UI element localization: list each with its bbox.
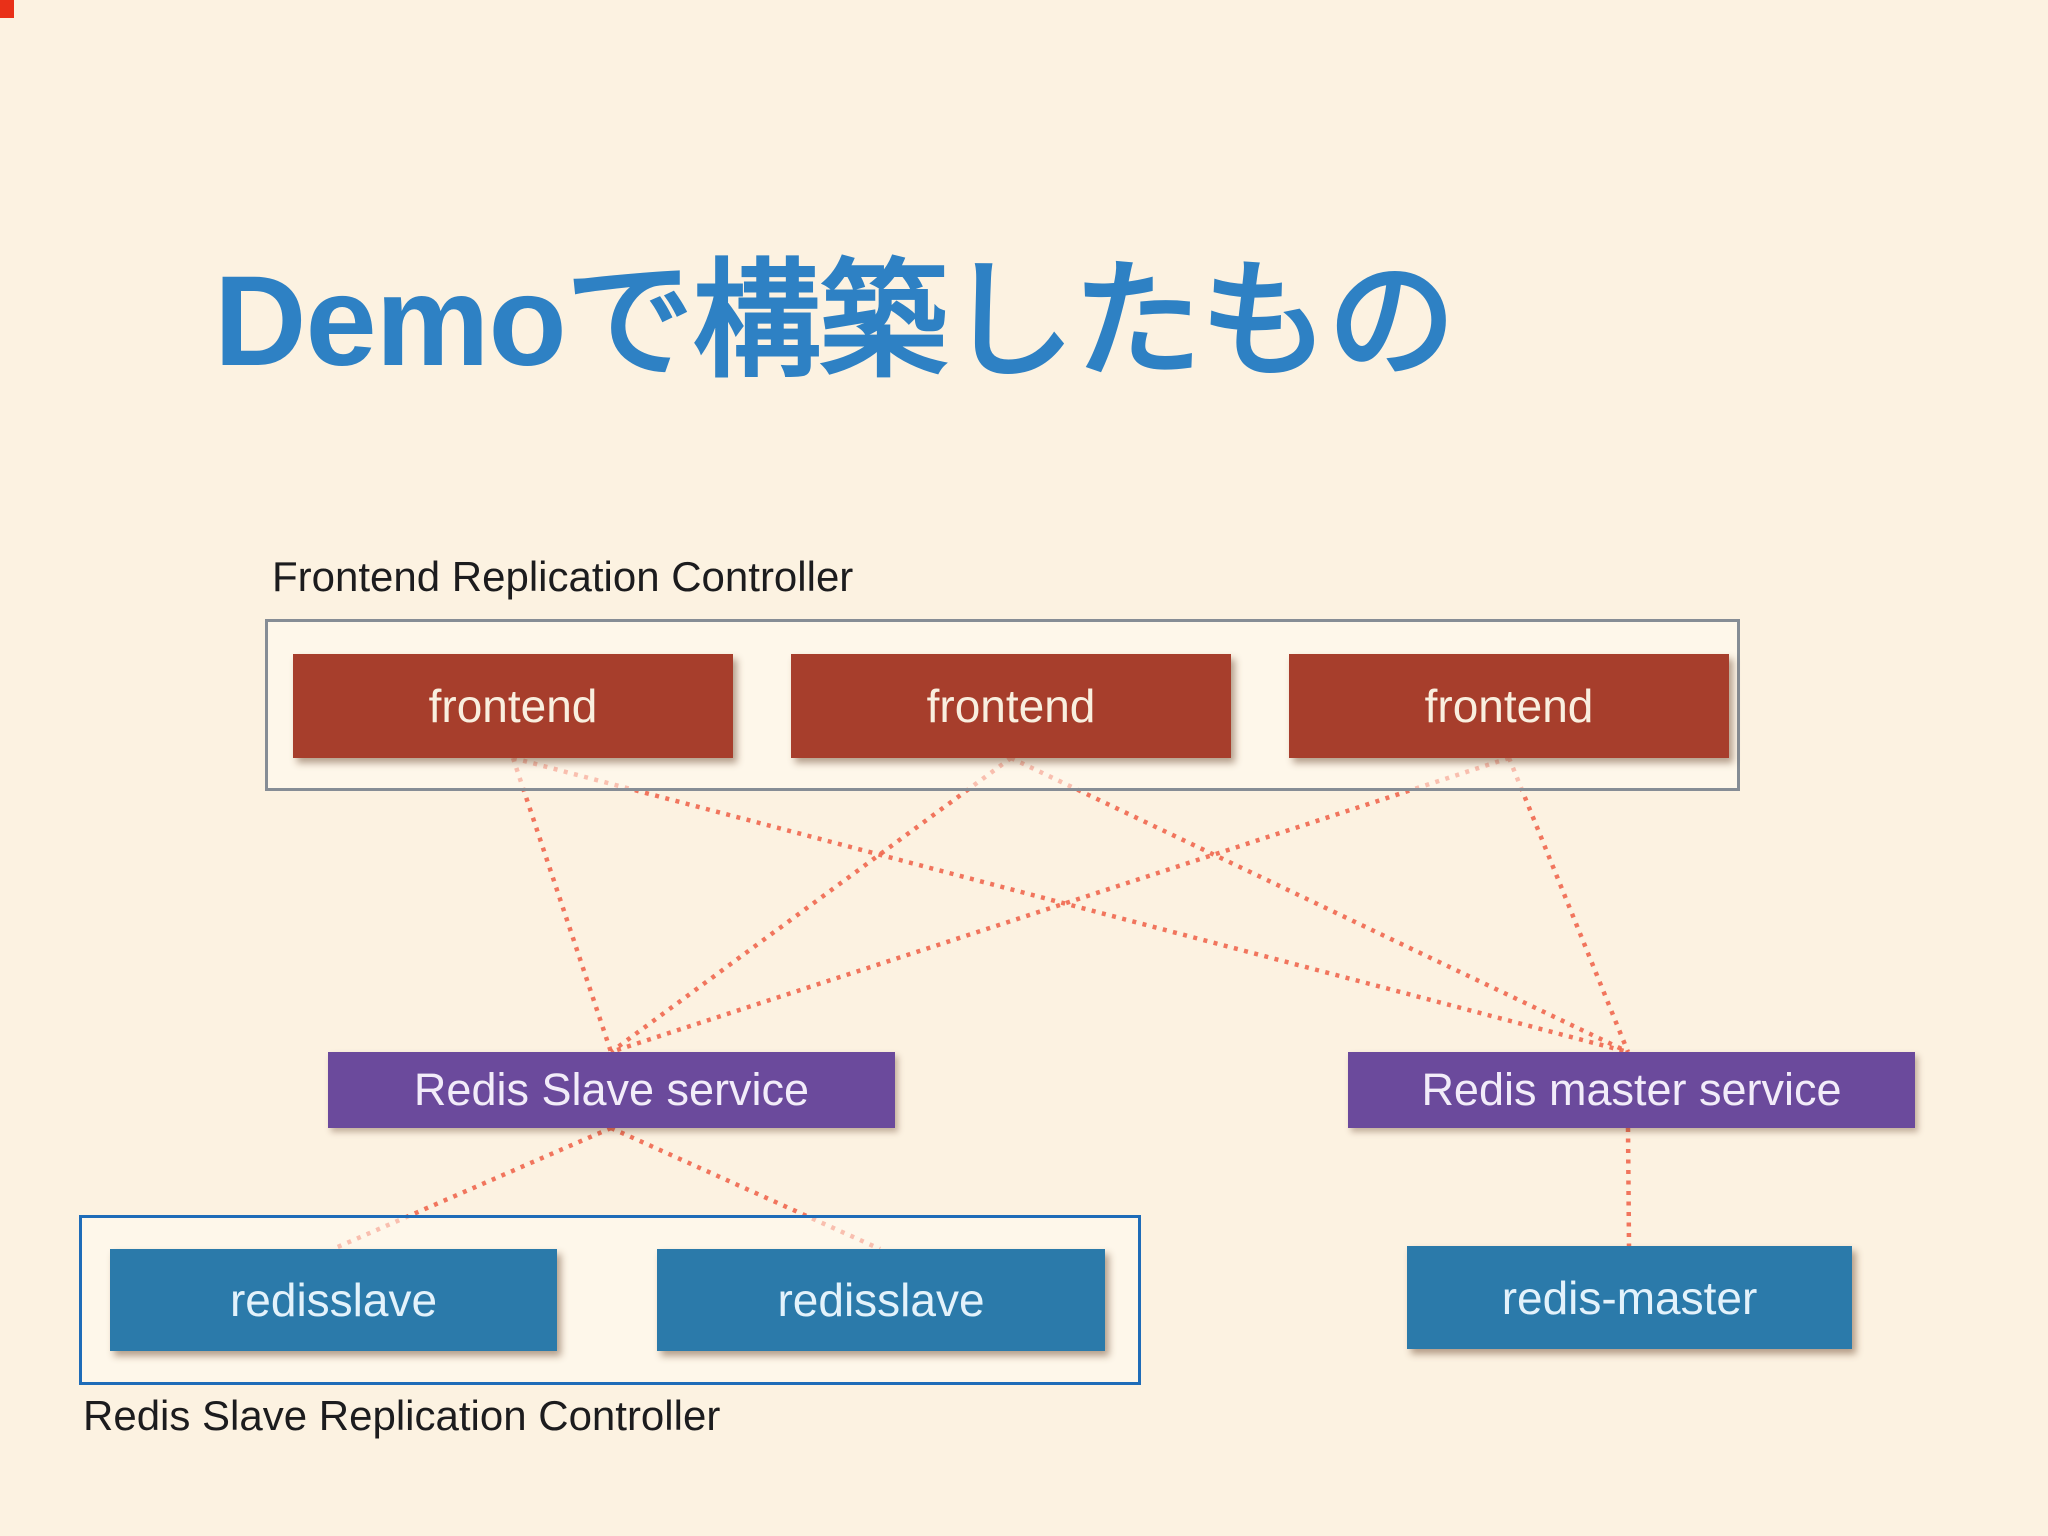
connection-line-frontend-3-to-redis-slave-service bbox=[610, 755, 1510, 1055]
connection-line-redis-master-service-to-redis-master bbox=[1625, 1127, 1632, 1247]
redis-master-service-box: Redis master service bbox=[1348, 1052, 1915, 1128]
frontend-pod-2: frontend bbox=[791, 654, 1231, 758]
connection-line-frontend-1-to-redis-master-service bbox=[512, 755, 1629, 1055]
redis-slave-service-box: Redis Slave service bbox=[328, 1052, 895, 1128]
connection-line-redis-slave-service-to-redisslave-2 bbox=[610, 1125, 881, 1252]
redis-slave-rc-container: redisslave redisslave bbox=[79, 1215, 1141, 1385]
connection-line-frontend-1-to-redis-slave-service bbox=[510, 757, 614, 1053]
frontend-rc-label: Frontend Replication Controller bbox=[272, 553, 854, 600]
slide-title: Demoで構築したもの bbox=[214, 250, 1456, 393]
frontend-pod-1: frontend bbox=[293, 654, 733, 758]
frontend-pod-3: frontend bbox=[1289, 654, 1729, 758]
frontend-rc-container: frontend frontend frontend bbox=[265, 619, 1740, 791]
connection-line-frontend-2-to-redis-slave-service bbox=[609, 756, 1013, 1054]
redisslave-pod-1: redisslave bbox=[110, 1249, 557, 1351]
red-corner-mark bbox=[0, 0, 14, 18]
connection-line-frontend-2-to-redis-master-service bbox=[1010, 755, 1629, 1055]
redis-slave-rc-label: Redis Slave Replication Controller bbox=[83, 1392, 721, 1439]
connection-line-frontend-3-to-redis-master-service bbox=[1506, 757, 1631, 1053]
redis-master-pod: redis-master bbox=[1407, 1246, 1852, 1349]
redisslave-pod-2: redisslave bbox=[657, 1249, 1105, 1351]
